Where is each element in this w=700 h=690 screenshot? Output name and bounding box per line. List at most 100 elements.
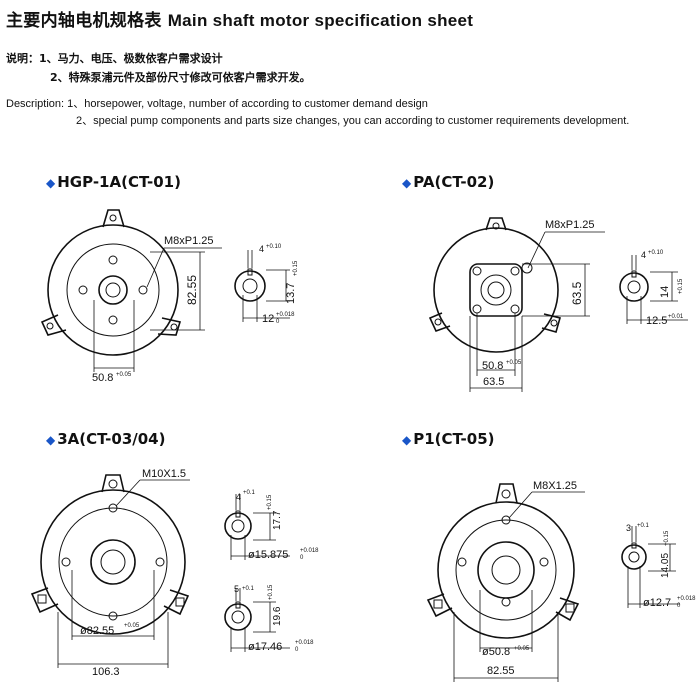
pa-thread-label: M8xP1.25	[545, 219, 595, 231]
diamond-icon: ◆	[46, 433, 56, 447]
hgp-shaft	[105, 282, 121, 298]
ct34-flange-outer	[40, 489, 186, 635]
hgp-hub	[98, 275, 128, 305]
pa-key-h: 14	[659, 286, 671, 298]
section-title-pa-text: PA(CT-02)	[413, 173, 495, 191]
hgp-shaft-tol-lo: 0	[276, 319, 280, 325]
title-cn: 主要内轴电机规格表	[6, 11, 162, 31]
ct34-thread-label: M10X1.5	[142, 468, 186, 480]
p1-lug-top	[495, 483, 518, 504]
pa-lug-left	[428, 312, 451, 332]
page-title: 主要内轴电机规格表 Main shaft motor specification …	[6, 6, 473, 31]
pa-height-label: 63.5	[570, 281, 584, 305]
ct34-key1-h-tol: +0.15	[267, 494, 273, 510]
hgp-lug-left	[40, 314, 67, 336]
hgp-key-h-tol: +0.15	[293, 260, 299, 276]
hgp-lug-top	[102, 209, 125, 228]
ct34-bolt-circle	[58, 507, 168, 617]
section-title-hgp-text: HGP-1A(CT-01)	[57, 173, 181, 191]
note-cn-text1: 1、马力、电压、极数依客户需求设计	[39, 52, 223, 65]
pa-flange-outer	[433, 227, 559, 353]
hgp-bolt-hole	[78, 285, 88, 295]
ct34-key2-w: 5	[234, 584, 239, 594]
diamond-icon: ◆	[402, 433, 412, 447]
pa-lug-top	[485, 217, 507, 231]
pa-key-w-tol: +0.10	[648, 250, 664, 256]
pa-outer-width: 63.5	[483, 376, 504, 388]
note-en-label: Description:	[6, 98, 65, 110]
note-cn-line1: 说明：1、马力、电压、极数依客户需求设计	[6, 50, 223, 66]
hgp-flange-drawing: M8xP1.25 82.55 50.8 +0.05 4 +0.10 13.7 +…	[40, 209, 299, 384]
pa-key-w: 4	[641, 250, 646, 260]
ct34-key2-h: 19.6	[272, 606, 283, 626]
p1-lug-left	[426, 593, 453, 618]
p1-bolt-circle	[455, 519, 557, 621]
p1-shaft-tol-lo: 0	[677, 603, 681, 609]
ct34-bore-tol: +0.05	[124, 623, 140, 629]
pa-width-label: 50.8	[482, 360, 503, 372]
ct34-shaft1-tol-lo: 0	[300, 555, 304, 561]
ct34-hub	[90, 539, 136, 585]
p1-bore-label: ø50.8	[482, 646, 510, 658]
p1-shaft-d: ø12.7	[643, 597, 671, 609]
pa-shaft-detail	[619, 272, 649, 302]
hgp-bolt-hole	[108, 315, 118, 325]
ct34-shaft2-detail	[224, 603, 252, 631]
p1-hub	[477, 541, 535, 599]
note-cn-line2: 2、特殊泵浦元件及部份尺寸修改可依客户需求开发。	[50, 71, 311, 84]
pa-width-tol: +0.05	[506, 360, 522, 366]
ct34-key1-w-tol: +0.1	[243, 490, 256, 496]
hgp-bolt-circle	[66, 243, 160, 337]
hgp-flange-outer	[47, 224, 179, 356]
ct34-shaft1-tol-up: +0.018	[300, 548, 319, 554]
note-en-text1: 1、horsepower, voltage, number of accordi…	[67, 98, 428, 110]
hgp-width-tol: +0.05	[116, 372, 132, 378]
p1-thread-label: M8X1.25	[533, 480, 577, 492]
section-title-p1: ◆P1(CT-05)	[402, 430, 495, 448]
ct34-shaft2-tol-up: +0.018	[295, 640, 314, 646]
ct34-flange-drawing: M10X1.5 ø82.55 +0.05 106.3 4 +0.1 17.7 +…	[30, 468, 319, 678]
note-cn-label: 说明：	[6, 52, 39, 65]
hgp-thread-label: M8xP1.25	[164, 235, 214, 247]
diamond-icon: ◆	[402, 176, 412, 190]
hgp-height-label: 82.55	[185, 275, 199, 305]
hgp-key-h: 13.7	[285, 283, 297, 304]
p1-key-h: 14.05	[660, 553, 671, 578]
p1-bore-tol: +0.05	[514, 646, 530, 652]
p1-key-h-tol: +0.15	[664, 530, 670, 546]
ct34-key1-w: 4	[236, 492, 241, 502]
ct34-shaft2-tol-lo: 0	[295, 647, 299, 653]
ct34-width-label: 106.3	[92, 666, 120, 678]
ct34-shaft1-d: ø15.875	[248, 549, 288, 561]
section-title-p1-text: P1(CT-05)	[413, 430, 495, 448]
ct34-shaft1-detail	[224, 512, 252, 540]
section-title-hgp: ◆HGP-1A(CT-01)	[46, 173, 181, 191]
hgp-shaft-d: 12	[262, 313, 274, 325]
pa-shaft-tol: +0.01	[668, 314, 684, 320]
p1-shaft-tol-up: +0.018	[677, 596, 696, 602]
hgp-key-w-tol: +0.10	[266, 244, 282, 250]
hgp-shaft-detail	[234, 270, 266, 302]
p1-flange-outer	[437, 501, 575, 639]
pa-key-h-tol: +0.15	[678, 278, 684, 294]
pa-shaft-d: 12.5	[646, 315, 667, 327]
ct34-key2-h-tol: +0.15	[268, 584, 274, 600]
pa-flange-drawing: M8xP1.25 63.5 50.8 +0.05 63.5 4 +0.10 14…	[428, 217, 688, 392]
hgp-bolt-hole	[138, 285, 148, 295]
note-en-line1: Description: 1、horsepower, voltage, numb…	[6, 95, 428, 111]
p1-key-w: 3	[626, 523, 631, 533]
hgp-lug-right	[157, 317, 182, 336]
ct34-key2-w-tol: +0.1	[242, 586, 255, 592]
ct34-shaft2-d: ø17.46	[248, 641, 282, 653]
note-en-line2: 2、special pump components and parts size…	[76, 115, 630, 127]
hgp-width-label: 50.8	[92, 372, 113, 384]
pa-square-pad	[469, 263, 523, 317]
title-en: Main shaft motor specification sheet	[167, 11, 474, 30]
p1-flange-drawing: M8X1.25 ø50.8 +0.05 82.55 3 +0.1 14.05 +…	[426, 480, 696, 682]
ct34-lug-top	[101, 474, 125, 493]
ct34-key1-h: 17.7	[272, 510, 283, 530]
p1-width-label: 82.55	[487, 665, 515, 677]
hgp-key-w: 4	[259, 244, 264, 254]
diamond-icon: ◆	[46, 176, 56, 190]
